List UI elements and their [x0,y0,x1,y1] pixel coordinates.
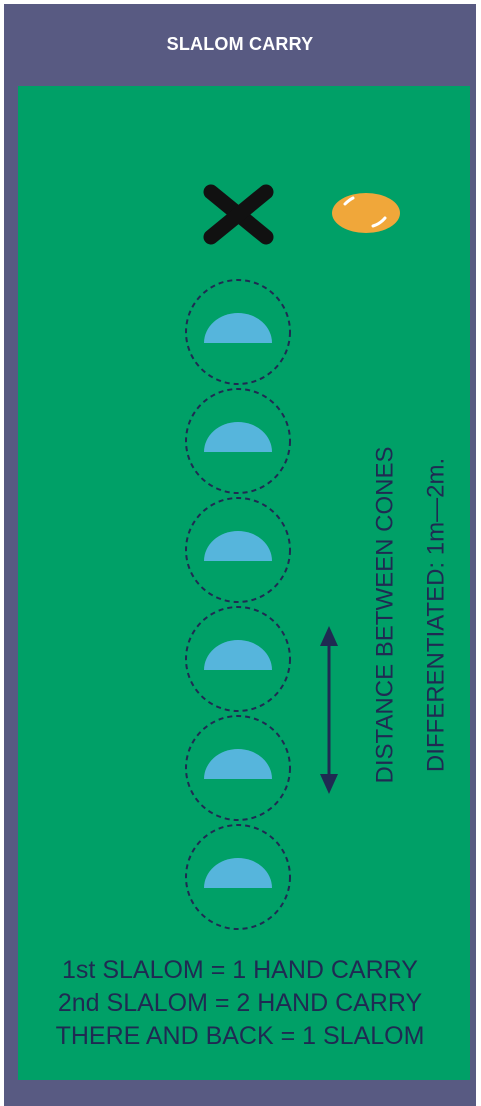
cone-zone-ring [185,388,291,494]
cone-6 [185,824,291,930]
rule-line-1: 1st SLALOM = 1 HAND CARRY [62,956,418,984]
cone-4 [185,606,291,712]
cone-1 [185,279,291,385]
rule-line-2: 2nd SLALOM = 2 HAND CARRY [58,989,423,1017]
playing-field [18,86,470,1080]
cone-icon [204,749,272,779]
x-icon [203,184,274,245]
cone-zone-ring [185,606,291,712]
cone-2 [185,388,291,494]
cone-icon [204,531,272,561]
cone-zone-ring [185,279,291,385]
rule-line-3: THERE AND BACK = 1 SLALOM [56,1022,425,1050]
cone-zone-ring [185,824,291,930]
diagram-title: SLALOM CARRY [166,33,314,54]
cone-icon [204,858,272,888]
cones-column [185,279,291,930]
cone-icon [204,640,272,670]
side-note-line1: DISTANCE BETWEEN CONES [371,447,398,784]
cone-icon [204,313,272,343]
side-note-line2: DIFFERENTIATED: 1m—2m. [422,458,449,772]
cone-5 [185,715,291,821]
distance-arrow [320,626,338,794]
cone-zone-ring [185,715,291,821]
cone-3 [185,497,291,603]
cone-icon [204,422,272,452]
rugby-ball-icon [332,193,400,233]
cone-zone-ring [185,497,291,603]
